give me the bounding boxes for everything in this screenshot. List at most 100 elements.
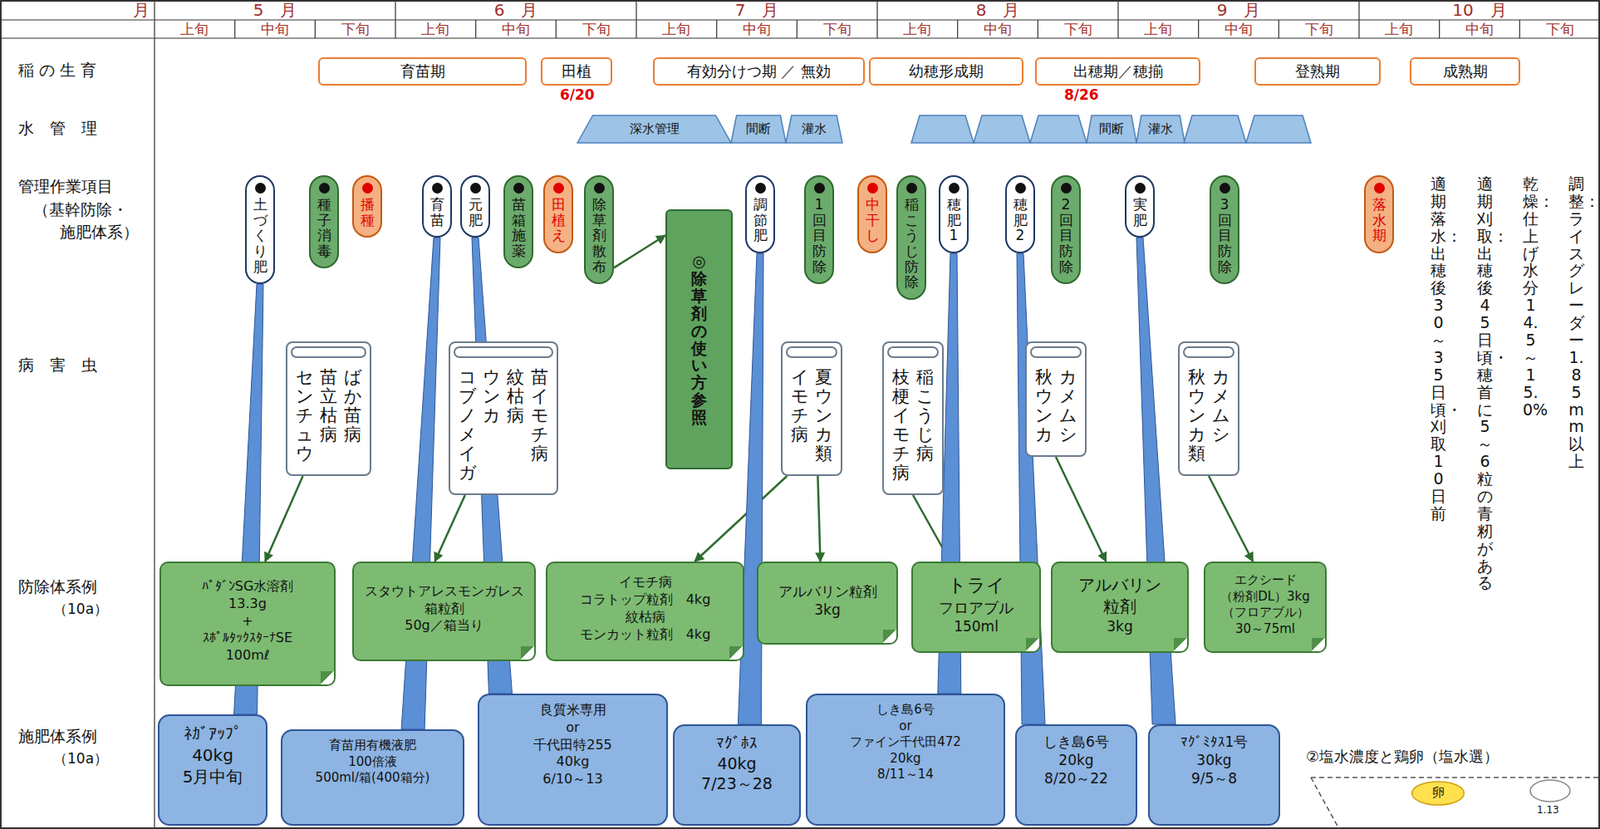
fertilizer-text: ﾈｶﾞｱｯﾌﾟ [183,722,242,745]
pest-scroll: 夏ウンカ類イモチ病 [780,341,843,477]
pest-name: 苗イモチ病 [530,368,549,464]
task-pill: 3回目防除 [1209,175,1240,285]
stage-text: 有効分けつ期 ／ 無効 [687,61,831,81]
task-text: 落水期 [1372,196,1387,244]
stage-text: 出穂期／穂揃 [1073,61,1164,81]
water-bands [911,115,1311,143]
task-pill: 種子消毒 [309,175,339,269]
fertilizer-box: ﾏｸﾞﾎｽ40kg7/23～28 [672,724,801,826]
row-header: 稲の生育 [18,60,102,81]
month-axis-title: 月 [91,0,150,20]
fertilizer-text: 8/11～14 [877,766,934,784]
fertilizer-text: 40kg [556,753,590,771]
fertilizer-text: 8/20～22 [1044,769,1109,788]
task-text: 2回目防除 [1059,196,1074,275]
fertilizer-text: 育苗用有機液肥 [328,737,417,755]
pest-arrow [694,476,787,562]
row-header: 防除体系例 [18,577,98,598]
pesticide-box: ﾊﾟﾀﾞﾝSG水溶剤13.3g+ｽﾎﾟﾙﾀｯｸｽﾀｰﾅSE100mℓ [159,561,336,687]
task-text: 土づくり肥 [253,196,268,275]
row-header: （基幹防除・ [33,200,128,221]
pest-arrow [1208,476,1253,562]
fertilizer-box: しき島6号orファイン千代田47220kg8/11～14 [805,693,1006,826]
egg-outline [1530,780,1571,802]
fertilizer-text: 40kg [716,753,756,775]
connectors [234,235,1254,730]
task-text: 1回目防除 [812,196,827,275]
fertilizer-text: 5月中旬 [182,765,244,788]
pest-name: ウンカ [482,368,501,426]
pesticide-text: 3kg [814,600,840,619]
task-pill: 穂肥2 [1005,175,1036,254]
month-header: 7 月 [636,0,878,20]
water-text: 間断 [746,121,771,138]
note-box: ◎除草剤の使い方参照 [665,209,733,470]
decade-header: 中旬 [1439,19,1521,39]
bullet-dot [1374,182,1385,194]
pest-name: 秋ウンカ類 [1187,368,1206,464]
task-text: 中干し [865,196,880,244]
harvest-note: 乾燥：仕上げ水分14.5～15.0% [1522,175,1539,418]
bullet-dot [1219,182,1231,194]
harvest-note: 調整：ライスグレーダー1.85mm以上 [1568,175,1585,471]
bullet-dot [867,182,879,194]
task-pill: 落水期 [1364,175,1394,254]
row-header: 管理作業項目 [18,176,113,197]
trapezoid-outline [731,115,786,143]
pest-arrow [265,476,303,562]
decade-header: 中旬 [476,19,557,39]
trapezoid-outline [1086,115,1137,143]
task-pill: 田植え [543,175,574,254]
pest-name: カメムシ [1212,368,1230,445]
water-text: 深水管理 [629,121,680,138]
fertilizer-text: 6/10～13 [542,770,603,789]
task-text: 育苗 [430,196,445,228]
pest-name: ばか苗病 [343,368,362,445]
task-text: 穂肥1 [947,196,962,244]
pesticide-text: エクシード [1234,572,1297,589]
decade-header: 上旬 [395,19,477,39]
pesticide-text: アルバリン [1078,574,1162,596]
water-band: 灌水 [785,115,843,143]
water-band: 間断 [1086,115,1137,143]
water-band: 灌水 [1136,115,1185,143]
egg-ellipse: 卵 [1411,780,1465,806]
decade-header: 下旬 [314,19,396,39]
fertilizer-text: 40kg [191,744,234,766]
bullet-dot [1060,182,1072,194]
pesticide-box: エクシード（粉剤DL）3kg（フロアブル）30～75ml [1203,561,1327,653]
pesticide-text: フロアブル [938,598,1014,618]
pesticide-text: トライ [947,574,1006,599]
task-text: 種子消毒 [317,196,332,260]
stage-text: 田植 [561,61,592,81]
pest-name: センチュウ [295,368,314,464]
pesticide-text: 13.3g [228,595,267,614]
pest-name: カメムシ [1059,368,1077,445]
pest-scroll: カメムシ秋ウンカ類 [1177,341,1240,477]
egg-text: 卵 [1432,785,1445,802]
pesticide-text: モンカット粒剤 4kg [579,626,712,644]
fertilizer-text: or [898,718,912,736]
decade-header: 中旬 [1198,19,1280,39]
folded-corner [1173,638,1188,652]
task-pill: 穂肥1 [938,175,969,254]
water-band [1183,115,1247,143]
growth-stage-box: 成熟期 [1409,57,1521,86]
month-header: 6 月 [395,0,637,20]
folded-corner [883,629,897,643]
task-text: 播種 [360,196,375,228]
row-header: 病 害 虫 [18,355,98,376]
pesticide-box: スタウトアレスモンガレス箱粒剤50g／箱当り [352,561,536,662]
decade-header: 下旬 [1278,19,1360,39]
pesticide-box: アルバリン粒剤3kg [1050,561,1189,653]
decade-header: 中旬 [716,19,798,39]
growth-stage-box: 田植 [540,57,613,86]
pesticide-text: イモチ病 [618,574,673,592]
pesticide-text: コラトップ粒剤 4kg [579,591,712,609]
callout-wedge [1016,253,1046,725]
task-text: 除草剤散布 [592,196,607,275]
folded-corner [320,671,334,685]
fertilizer-box: しき島6号20kg8/20～22 [1015,724,1138,826]
